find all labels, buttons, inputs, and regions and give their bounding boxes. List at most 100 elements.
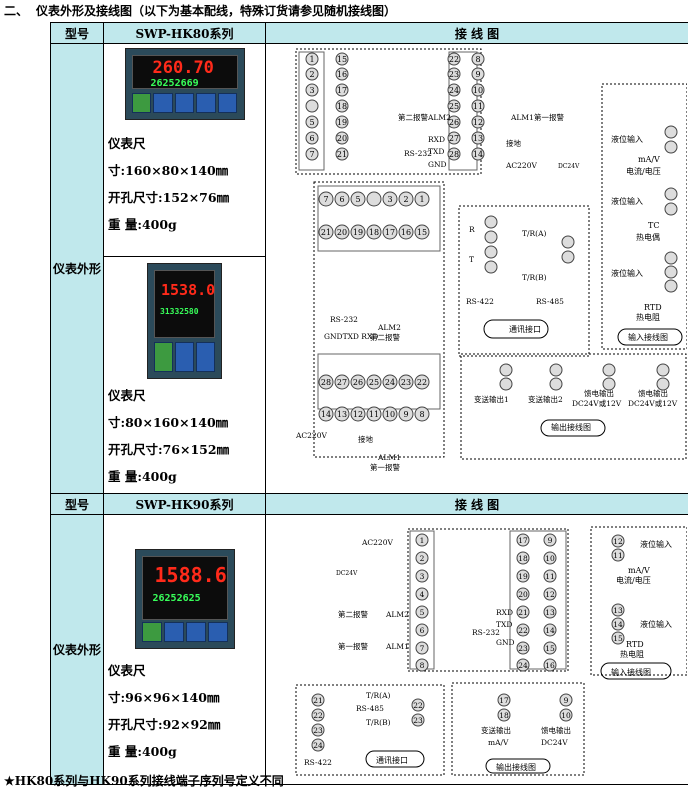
svg-text:11: 11: [613, 551, 623, 560]
input-wiring-label-2: 输入接线图: [611, 667, 651, 677]
svg-text:24: 24: [518, 661, 528, 670]
tc-label: TC: [648, 221, 659, 230]
svg-text:14: 14: [473, 150, 483, 159]
meter-sv-display: 26252625: [152, 593, 201, 604]
svg-text:24: 24: [385, 378, 395, 387]
svg-text:18: 18: [518, 554, 528, 563]
svg-text:16: 16: [545, 661, 555, 670]
svg-text:24: 24: [313, 741, 323, 750]
meter-photo-vertical: 1538.0 31332580: [147, 263, 222, 379]
svg-text:21: 21: [313, 696, 323, 705]
cur-volt-2: 电流/电压: [616, 575, 651, 585]
svg-text:22: 22: [413, 701, 423, 710]
svg-text:13: 13: [473, 134, 483, 143]
level-in-2: 液位输入: [611, 196, 643, 206]
svg-text:14: 14: [545, 626, 555, 635]
svg-text:14: 14: [613, 620, 623, 629]
svg-text:15: 15: [337, 55, 347, 64]
rs232-label-b: RS-232: [330, 315, 358, 324]
svg-text:4: 4: [420, 590, 425, 599]
svg-text:25: 25: [369, 378, 379, 387]
col-wiring-header: 接 线 图: [265, 22, 688, 44]
svg-text:2: 2: [309, 70, 314, 79]
alm1-label: 第一报警: [534, 112, 564, 122]
svg-text:17: 17: [337, 86, 347, 95]
txd-label-2: TXD: [496, 620, 512, 629]
spec-line: 开孔尺寸:76×152㎜: [108, 442, 230, 457]
svg-text:9: 9: [548, 536, 553, 545]
svg-text:7: 7: [323, 195, 328, 204]
svg-text:7: 7: [309, 150, 314, 159]
alm2-cn-b: 第二报警: [370, 332, 400, 342]
meter-pv-display: 260.70: [152, 58, 214, 78]
ac220-label: AC220V: [505, 161, 537, 170]
spec-line: 仪表尺: [108, 663, 146, 678]
svg-text:10: 10: [561, 711, 571, 720]
feed-label-3: 馈电输出: [541, 725, 571, 735]
svg-text:22: 22: [417, 378, 427, 387]
gnd-label: GND: [428, 160, 447, 169]
feed-v-2: DC24V或12V: [628, 398, 678, 408]
ground-label: 接地: [506, 138, 521, 148]
output-wiring-label-2: 输出接线图: [496, 762, 536, 772]
svg-text:9: 9: [564, 696, 569, 705]
svg-text:7: 7: [420, 644, 425, 653]
col-model-header: 型号: [50, 22, 104, 44]
svg-text:13: 13: [613, 606, 623, 615]
svg-text:8: 8: [419, 410, 424, 419]
svg-text:26: 26: [353, 378, 363, 387]
out2-label: 变送输出2: [528, 394, 563, 404]
svg-text:15: 15: [613, 634, 623, 643]
svg-text:12: 12: [353, 410, 363, 419]
meter-photo-square: 1588.6 26252625: [134, 549, 235, 649]
svg-text:9: 9: [475, 70, 480, 79]
alm2-tag-2: ALM2: [385, 610, 409, 619]
level-in-a: 液位输入: [640, 539, 672, 549]
svg-text:8: 8: [420, 661, 425, 670]
input-wiring-label: 输入接线图: [628, 332, 668, 342]
svg-text:1: 1: [419, 195, 424, 204]
svg-text:2: 2: [420, 554, 425, 563]
r-plus: R: [469, 225, 475, 234]
rs485-label: RS-485: [536, 297, 564, 306]
svg-text:3: 3: [420, 572, 425, 581]
svg-text:23: 23: [518, 644, 528, 653]
rtd-cn-label: 热电阻: [636, 312, 660, 322]
svg-text:20: 20: [337, 134, 347, 143]
meter-a-cell: 260.70 26252669 仪表尺 寸:160×80×140㎜ 开孔尺寸:1…: [103, 43, 266, 257]
svg-text:11: 11: [473, 102, 483, 111]
svg-text:14: 14: [321, 410, 331, 419]
svg-text:3: 3: [387, 195, 392, 204]
svg-text:21: 21: [518, 608, 528, 617]
svg-text:1: 1: [420, 536, 425, 545]
svg-text:23: 23: [449, 70, 459, 79]
svg-text:15: 15: [417, 228, 427, 237]
meter-c-cell: 1588.6 26252625 仪表尺 寸:96×96×140㎜ 开孔尺寸:92…: [103, 514, 266, 785]
svg-text:20: 20: [337, 228, 347, 237]
spec-line: 重 量:400g: [108, 744, 177, 759]
svg-text:19: 19: [353, 228, 363, 237]
mav-2: mA/V: [628, 566, 650, 575]
svg-text:17: 17: [385, 228, 395, 237]
cur-volt-1: 电流/电压: [626, 166, 661, 176]
svg-text:28: 28: [321, 378, 331, 387]
col-wiring-header-2: 接 线 图: [265, 493, 688, 515]
alm2-tag: ALM2: [427, 113, 451, 122]
meter-b-cell: 1538.0 31332580 仪表尺 寸:80×160×140㎜ 开孔尺寸:7…: [103, 256, 266, 494]
spec-line: 重 量:400g: [108, 217, 177, 232]
spec-line: 开孔尺寸:152×76㎜: [108, 190, 230, 205]
model-name: SWP-HK80系列: [103, 22, 266, 44]
rs232-label: RS-232: [404, 149, 432, 158]
svg-text:19: 19: [337, 118, 347, 127]
appearance-label: 仪表外形: [50, 43, 104, 494]
svg-text:6: 6: [420, 626, 425, 635]
svg-text:13: 13: [337, 410, 347, 419]
level-in-b: 液位输入: [640, 619, 672, 629]
svg-text:1: 1: [309, 55, 314, 64]
mav-1: mA/V: [638, 155, 660, 164]
svg-text:12: 12: [473, 118, 483, 127]
meter-sv-display: 26252669: [150, 78, 199, 89]
feed-label-2: 馈电输出: [638, 388, 668, 398]
svg-text:24: 24: [449, 86, 459, 95]
rtd-cn-label-2: 热电阻: [620, 649, 644, 659]
